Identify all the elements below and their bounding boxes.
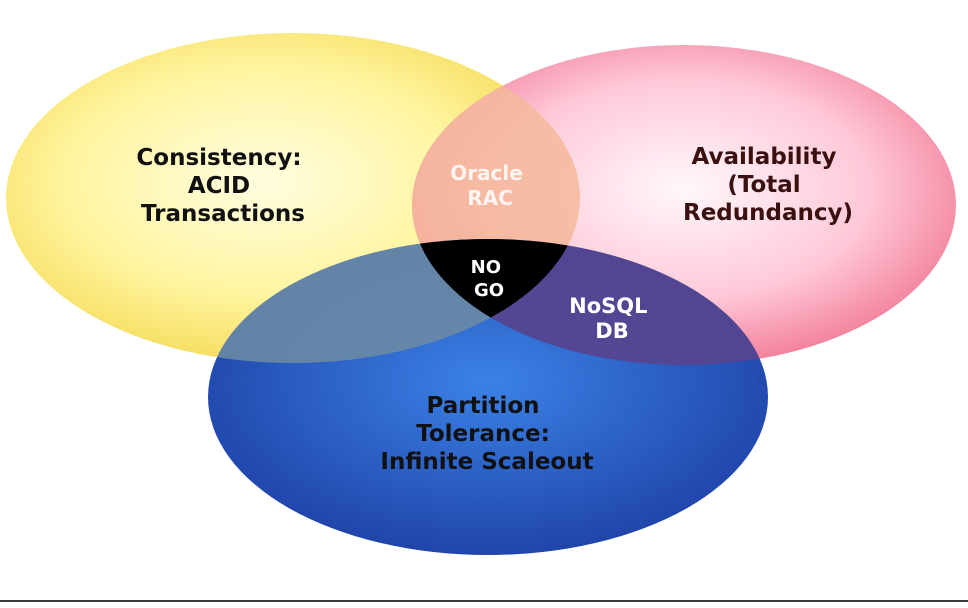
consistency-label: Consistency: ACID Transactions bbox=[136, 145, 309, 227]
oracle-rac-label: Oracle RAC bbox=[450, 161, 530, 210]
availability-label: Availability (Total Redundancy) bbox=[683, 144, 853, 226]
no-go-label: NO GO bbox=[471, 257, 508, 301]
consistency-partition-region bbox=[208, 239, 580, 363]
nosql-db-label: NoSQL DB bbox=[569, 294, 655, 343]
bottom-divider bbox=[0, 600, 968, 602]
partition-label: Partition Tolerance: Infinite Scaleout bbox=[380, 393, 593, 475]
nosql-region bbox=[412, 239, 768, 365]
